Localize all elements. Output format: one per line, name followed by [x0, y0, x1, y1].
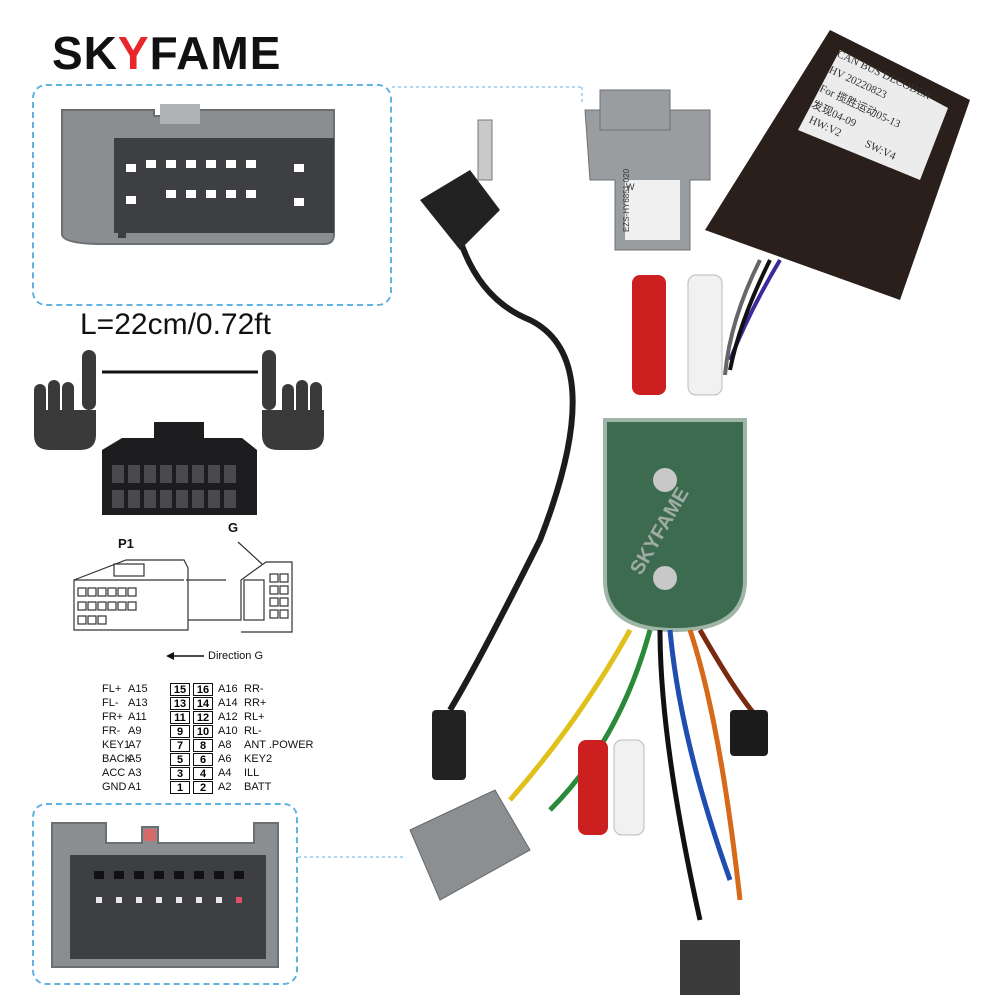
black-16pin-connector — [102, 422, 257, 515]
grey-label-code: EZS-HY6851-020 — [622, 168, 631, 232]
bottom-connector-closeup — [32, 803, 298, 985]
p1-label: P1 — [118, 536, 134, 551]
pin: 8 — [193, 739, 213, 752]
harness-product-photo — [409, 30, 970, 995]
direction-label: Direction G — [208, 650, 264, 662]
pinout-table: FL+ FL- FR+ FR- KEY1 BACK ACC GND A15 A1… — [102, 683, 314, 794]
pin: 12 — [193, 711, 213, 724]
connector-line-drawings — [73, 541, 293, 633]
top-connector-closeup — [32, 84, 392, 306]
pin: 11 — [170, 711, 190, 724]
leader-line-bottom — [298, 856, 406, 858]
pin: 14 — [193, 697, 213, 710]
length-indicator — [34, 350, 324, 450]
pin: 5 — [170, 753, 190, 766]
grey-label-top: W — [626, 182, 635, 192]
pin: 9 — [170, 725, 190, 738]
pin: 6 — [193, 753, 213, 766]
pin: 15 — [170, 683, 190, 696]
top-connector-face — [61, 104, 335, 245]
pin: 2 — [193, 781, 213, 794]
pin: 16 — [193, 683, 213, 696]
brand-logo: SKYFAME — [52, 27, 282, 79]
right-hand-icon — [262, 350, 324, 450]
pin: 3 — [170, 767, 190, 780]
length-label: L=22cm/0.72ft — [80, 308, 271, 341]
pin: 7 — [170, 739, 190, 752]
pin: 1 — [170, 781, 190, 794]
can-bus-decoder-box — [705, 30, 970, 300]
pin: 4 — [193, 767, 213, 780]
g-label: G — [228, 520, 239, 535]
grey-top-connector — [584, 89, 711, 251]
pin: 10 — [193, 725, 213, 738]
pin: 13 — [170, 697, 190, 710]
leader-line-top — [392, 86, 583, 104]
bottom-connector-face — [51, 822, 279, 968]
left-hand-icon — [34, 350, 96, 450]
direction-arrow-icon — [166, 652, 204, 660]
